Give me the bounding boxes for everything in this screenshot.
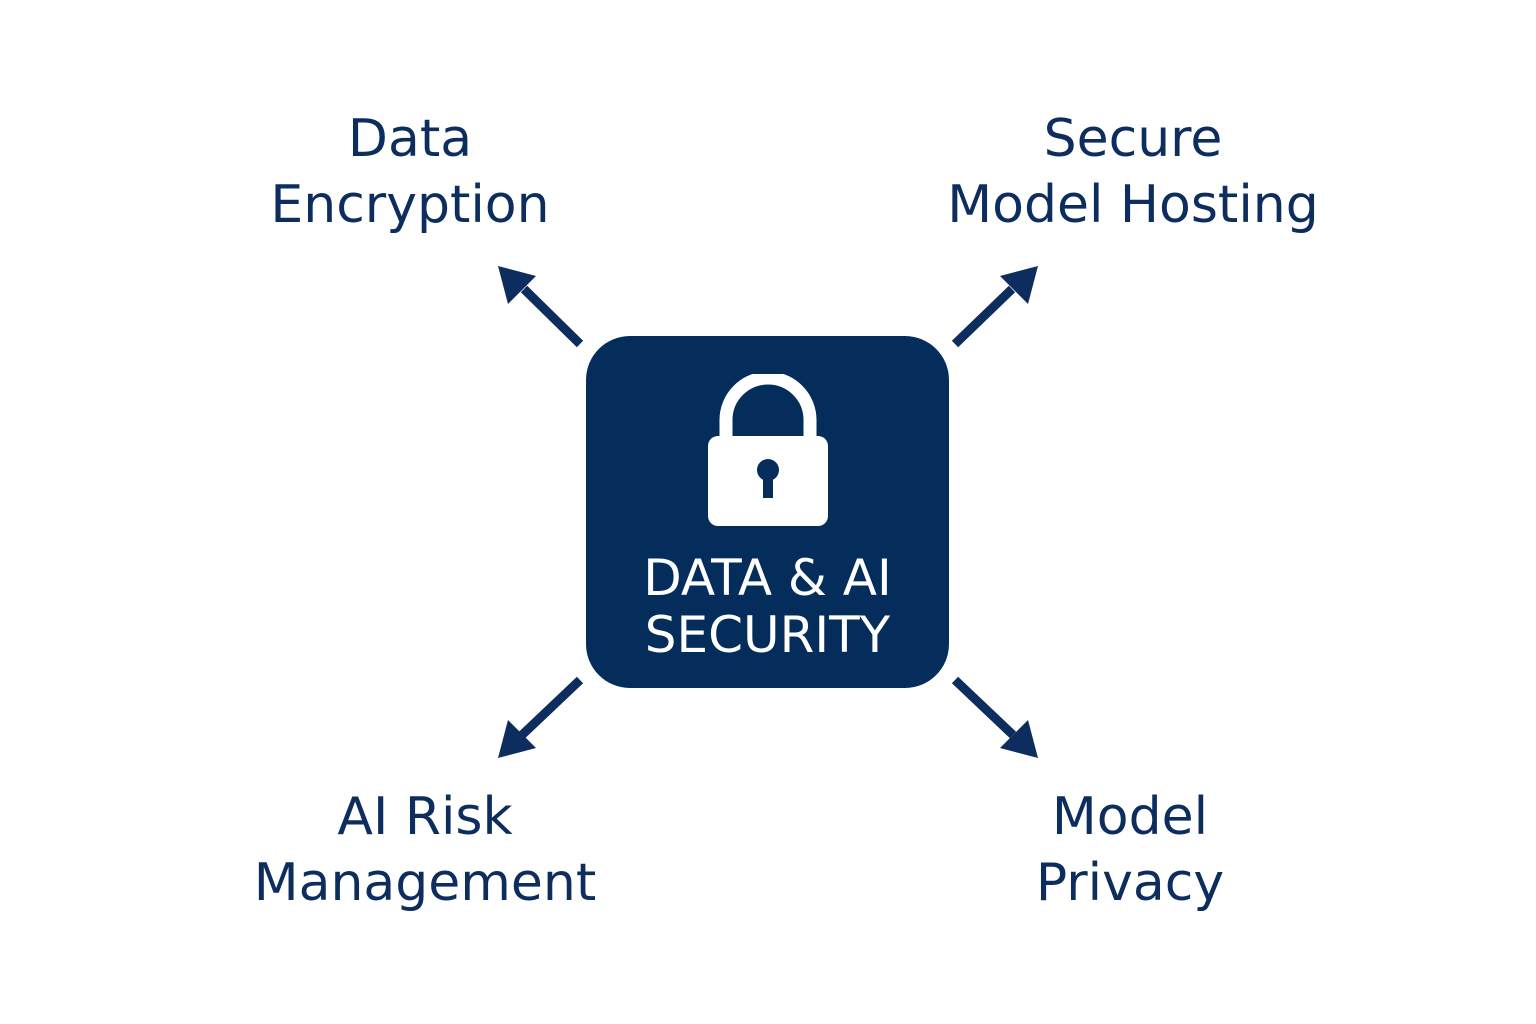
center-title: DATA & AI SECURITY xyxy=(586,550,949,664)
node-data-encryption-line1: Data xyxy=(347,109,473,169)
node-secure-model-hosting-line2: Model Hosting xyxy=(947,175,1319,235)
node-data-encryption: Data Encryption xyxy=(210,106,610,238)
node-model-privacy: Model Privacy xyxy=(930,784,1330,916)
arrow-to-model-privacy xyxy=(951,676,1038,758)
lock-icon xyxy=(708,374,828,526)
node-secure-model-hosting: Secure Model Hosting xyxy=(883,106,1383,238)
center-title-line2: SECURITY xyxy=(644,606,891,664)
node-ai-risk-management: AI Risk Management xyxy=(210,784,640,916)
center-title-line1: DATA & AI xyxy=(643,549,892,607)
node-ai-risk-management-line1: AI Risk xyxy=(337,787,513,847)
node-secure-model-hosting-line1: Secure xyxy=(1043,109,1223,169)
arrow-to-ai-risk-management xyxy=(498,676,584,758)
node-ai-risk-management-line2: Management xyxy=(253,853,597,913)
node-model-privacy-line2: Privacy xyxy=(1035,853,1225,913)
node-model-privacy-line1: Model xyxy=(1051,787,1209,847)
node-data-encryption-line2: Encryption xyxy=(270,175,550,235)
arrow-to-data-encryption xyxy=(498,266,584,348)
arrow-to-secure-model-hosting xyxy=(951,266,1038,348)
center-node-data-ai-security: DATA & AI SECURITY xyxy=(586,336,949,688)
